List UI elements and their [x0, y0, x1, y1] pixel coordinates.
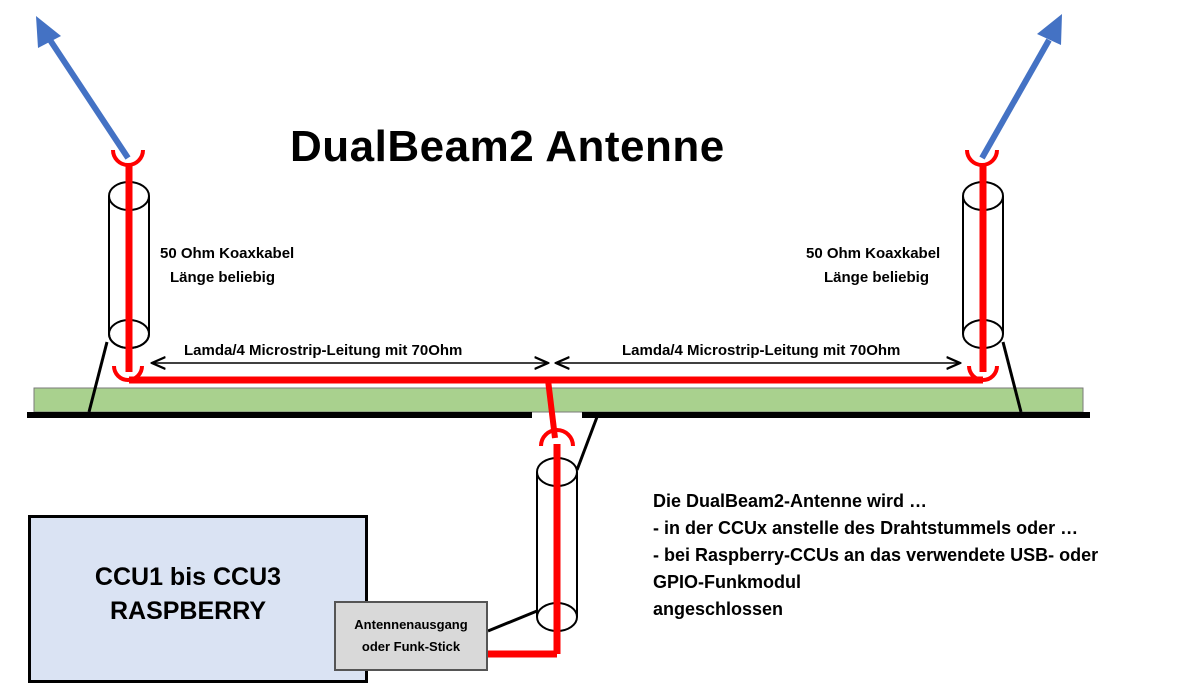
note-line2: - in der CCUx anstelle des Drahtstummels… [653, 518, 1079, 538]
coax-label-right-line2: Länge beliebig [824, 269, 930, 286]
coax-label-left-line1: 50 Ohm Koaxkabel [160, 245, 295, 262]
conductor-path [125, 163, 987, 658]
coax-label-left-line2: Länge beliebig [170, 269, 276, 286]
coax-cable-center [487, 416, 599, 633]
connector-bottom-right [967, 365, 999, 382]
coax-label-left: 50 Ohm Koaxkabel Länge beliebig [160, 242, 294, 290]
ccu-label: CCU1 bis CCU3 RASPBERRY [28, 560, 348, 628]
pcb-board [33, 387, 1084, 413]
coax-label-right: 50 Ohm Koaxkabel Länge beliebig [806, 242, 940, 290]
coax-label-right-line1: 50 Ohm Koaxkabel [806, 245, 941, 262]
radiation-arrow-right [979, 14, 1062, 160]
note-line5: angeschlossen [653, 599, 784, 619]
note-line1: Die DualBeam2-Antenne wird … [653, 491, 928, 511]
microstrip-label-left: Lamda/4 Microstrip-Leitung mit 70Ohm [184, 342, 463, 359]
ccu-box [28, 515, 368, 683]
diagram-title: DualBeam2 Antenne [290, 122, 725, 171]
ccu-label-line1: CCU1 bis CCU3 [94, 563, 282, 591]
radiation-arrow-left [36, 16, 131, 160]
ccu-label-line2: RASPBERRY [109, 597, 267, 625]
microstrip-label-right: Lamda/4 Microstrip-Leitung mit 70Ohm [622, 342, 901, 359]
description-note: Die DualBeam2-Antenne wird … - in der CC… [653, 488, 1098, 623]
connector-top-right [965, 149, 999, 167]
connector-bottom-left [112, 365, 144, 382]
antenna-output-line1: Antennenausgang [354, 617, 468, 632]
antenna-output-line2: oder Funk-Stick [361, 639, 461, 654]
note-line4: GPIO-Funkmodul [653, 572, 801, 592]
coax-cable-right [962, 181, 1023, 413]
connector-center [539, 428, 575, 447]
note-line3: - bei Raspberry-CCUs an das verwendete U… [653, 545, 1099, 565]
connector-top-left [111, 149, 145, 167]
antenna-output-box: Antennenausgang oder Funk-Stick [334, 601, 488, 671]
